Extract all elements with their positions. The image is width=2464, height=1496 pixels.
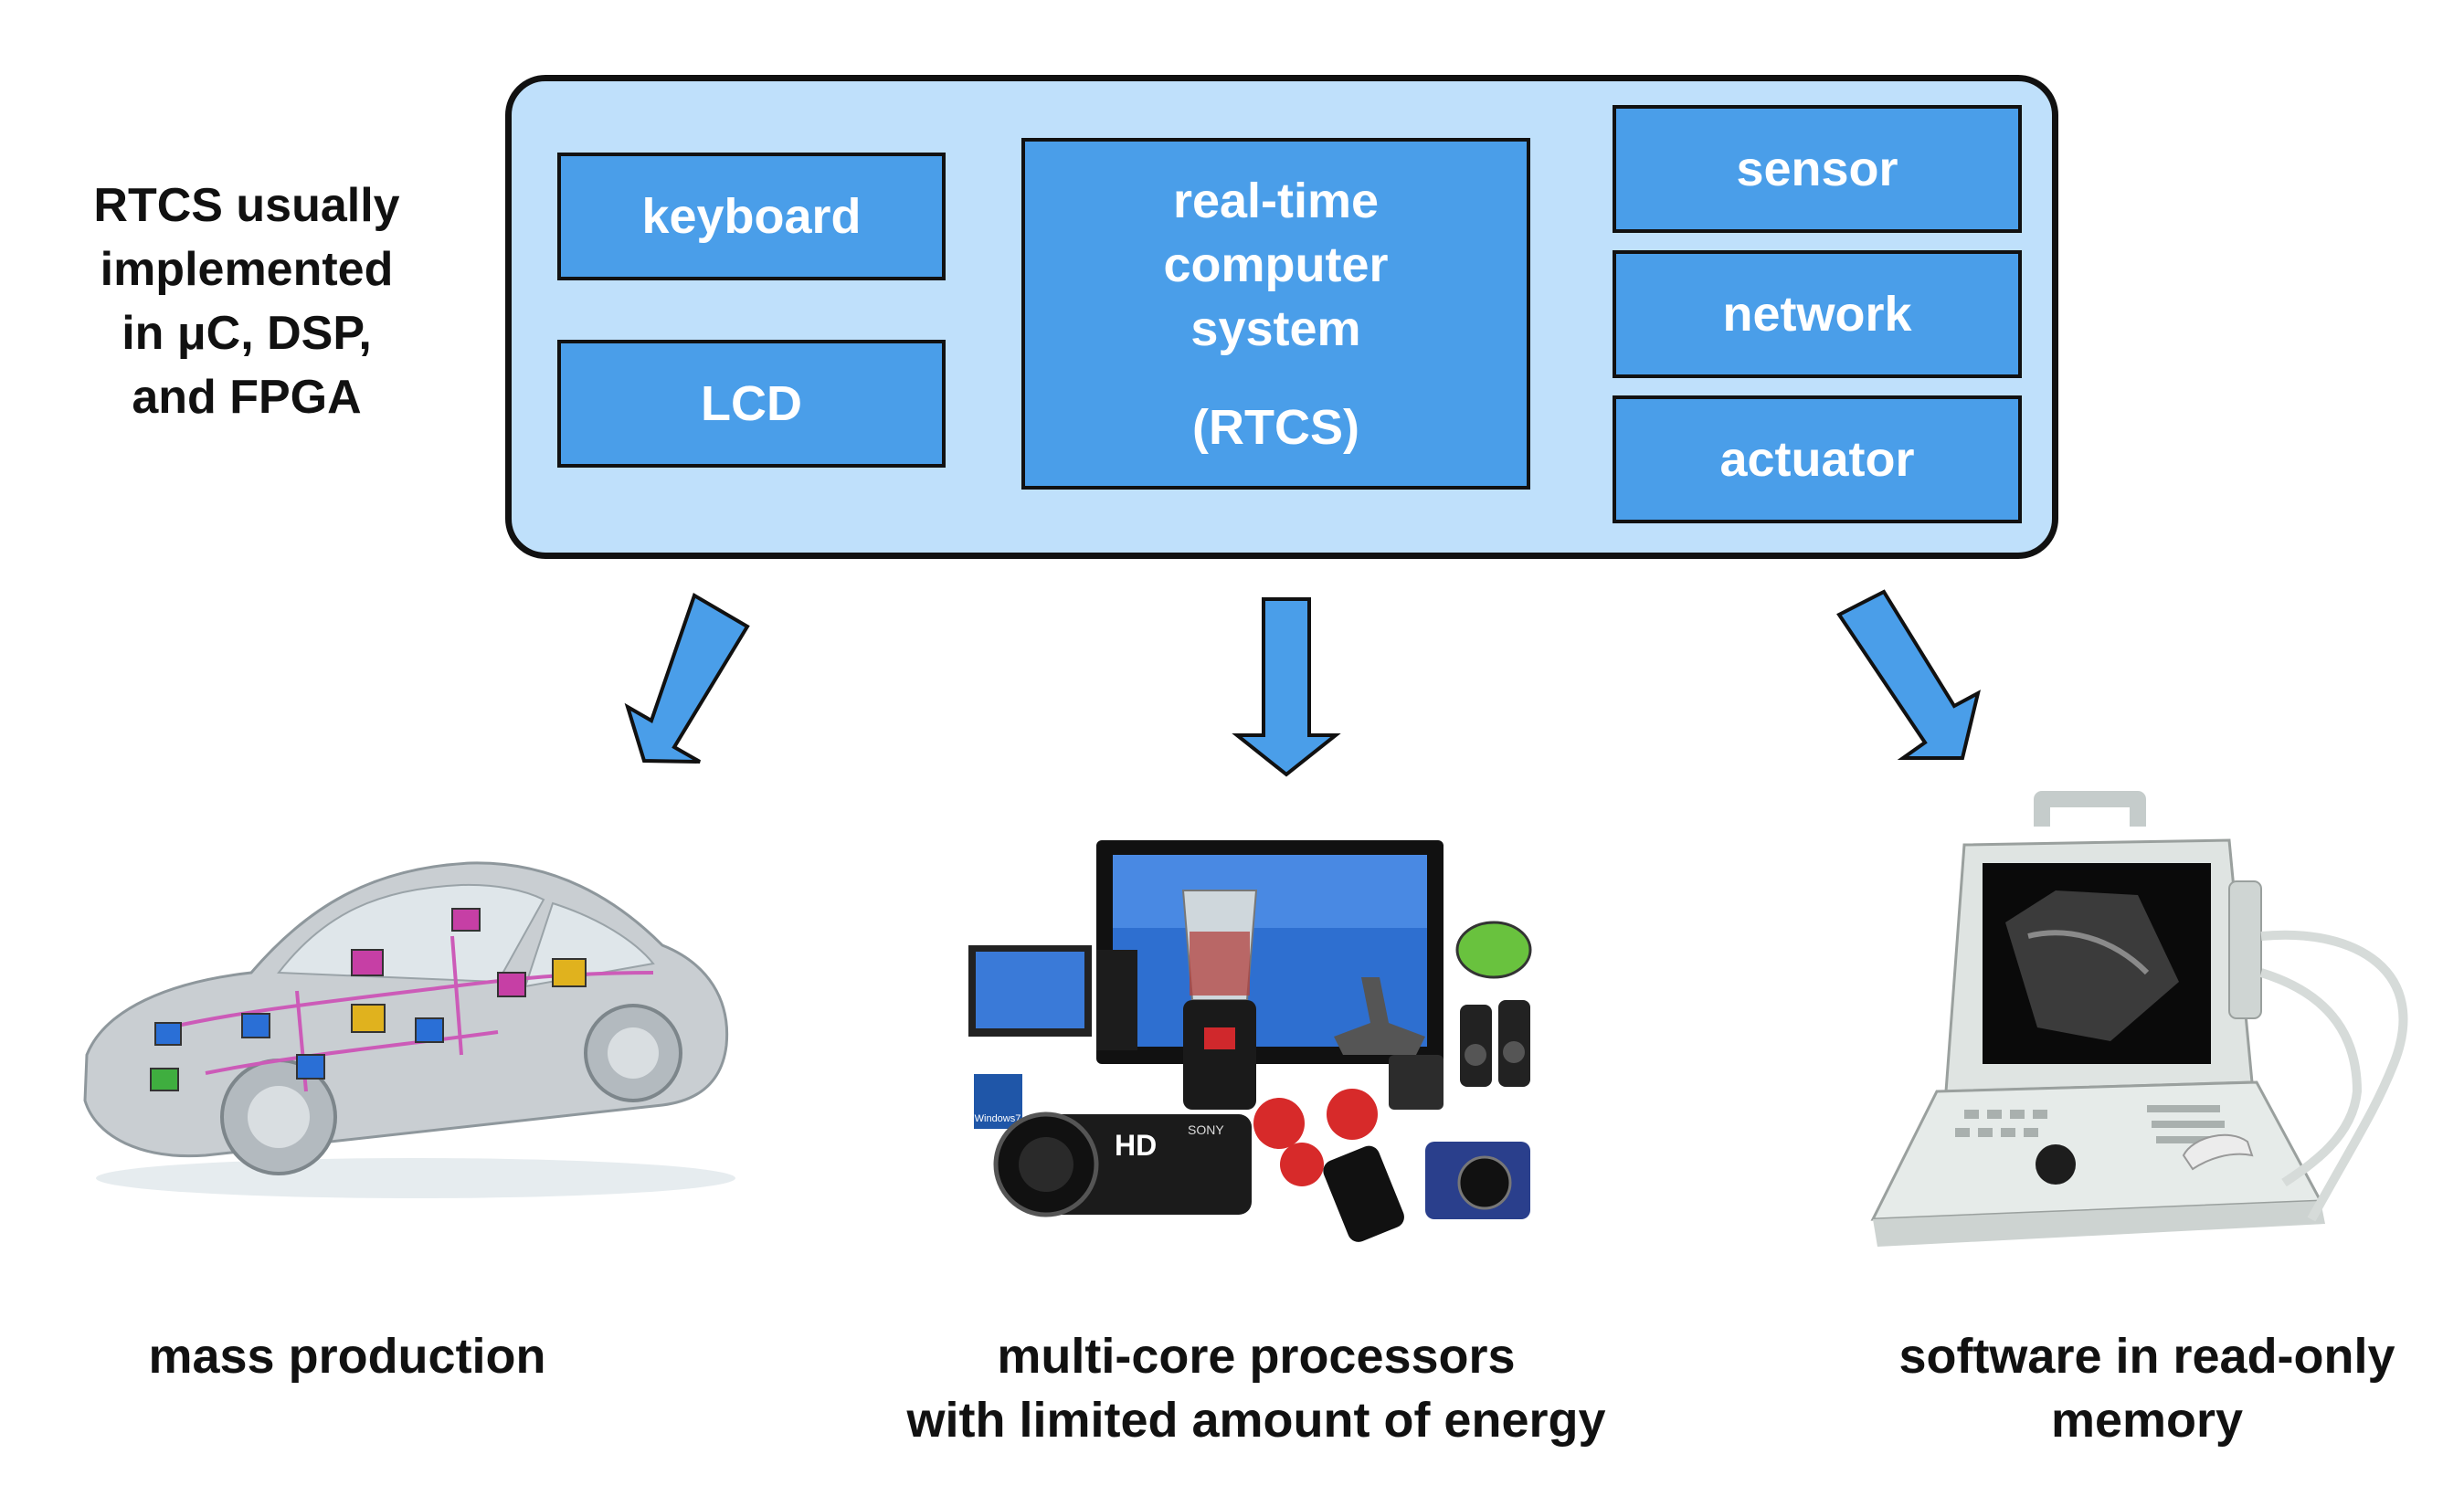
rtcs-abbr: (RTCS)	[1192, 399, 1359, 455]
keyboard-block: keyboard	[557, 153, 946, 280]
caption-line: multi-core processors	[997, 1329, 1516, 1384]
windows-badge	[972, 1072, 1024, 1131]
caption-software-rom-text: software in read-only memory	[1845, 1324, 2448, 1452]
car-illustration	[83, 861, 735, 1198]
keyboard-label: keyboard	[641, 189, 862, 244]
caption-line: mass production	[148, 1329, 546, 1384]
ultrasound-keyboard	[1870, 1080, 2323, 1221]
car-module	[351, 949, 384, 976]
rtcs-line: computer	[1163, 237, 1389, 292]
arrow-middle	[1232, 597, 1341, 777]
caption-mass-production: mass production	[73, 1324, 621, 1388]
arrow-right	[1836, 589, 1981, 760]
car-module	[150, 1068, 179, 1091]
car-module	[497, 972, 526, 997]
red-speaker	[1280, 1143, 1324, 1186]
camcorder-brand-text: SONY	[1188, 1122, 1224, 1137]
rtcs-block: real-time computer system (RTCS)	[1021, 138, 1530, 490]
electronics-collage: Windows7 HD SONY	[968, 840, 1532, 1242]
caption-line: software in read-only	[1898, 1329, 2395, 1384]
car-module	[296, 1054, 325, 1080]
car-module	[415, 1017, 444, 1043]
car-module	[241, 1013, 270, 1038]
actuator-block: actuator	[1613, 395, 2022, 523]
car-module	[351, 1004, 386, 1033]
side-note-line: in μC, DSP,	[122, 307, 372, 360]
red-speaker	[1327, 1089, 1378, 1140]
speaker	[1389, 1055, 1444, 1110]
rtcs-line: real-time	[1172, 173, 1380, 228]
actuator-label: actuator	[1719, 432, 1915, 487]
side-note-line: implemented	[100, 243, 394, 296]
network-label: network	[1722, 287, 1912, 342]
sensor-label: sensor	[1736, 142, 1898, 196]
ultrasound-device	[1870, 791, 2408, 1247]
side-note-line: RTCS usually	[93, 179, 400, 232]
red-speaker	[1253, 1098, 1305, 1149]
arrow-left	[624, 593, 750, 764]
caption-multi-core: multi-core processors with limited amoun…	[822, 1324, 1690, 1452]
caption-line: with limited amount of energy	[906, 1393, 1606, 1448]
rtcs-line: system	[1190, 300, 1361, 356]
car-module	[552, 958, 587, 987]
car-module	[451, 908, 481, 932]
joystick	[1334, 977, 1425, 1055]
trackball	[2036, 1144, 2076, 1185]
side-note-line: and FPGA	[132, 371, 362, 424]
caption-line: memory	[2050, 1393, 2244, 1448]
network-block: network	[1613, 250, 2022, 378]
camcorder-hd-text: HD	[1115, 1129, 1157, 1162]
lcd-label: LCD	[701, 376, 802, 431]
phone	[1323, 1145, 1404, 1242]
car-module	[154, 1022, 182, 1046]
windows-badge-text: Windows7	[975, 1113, 1021, 1124]
sensor-block: sensor	[1613, 105, 2022, 233]
mouse	[1455, 921, 1532, 979]
lcd-block: LCD	[557, 340, 946, 468]
side-note: RTCS usually implemented in μC, DSP, and…	[37, 174, 457, 429]
